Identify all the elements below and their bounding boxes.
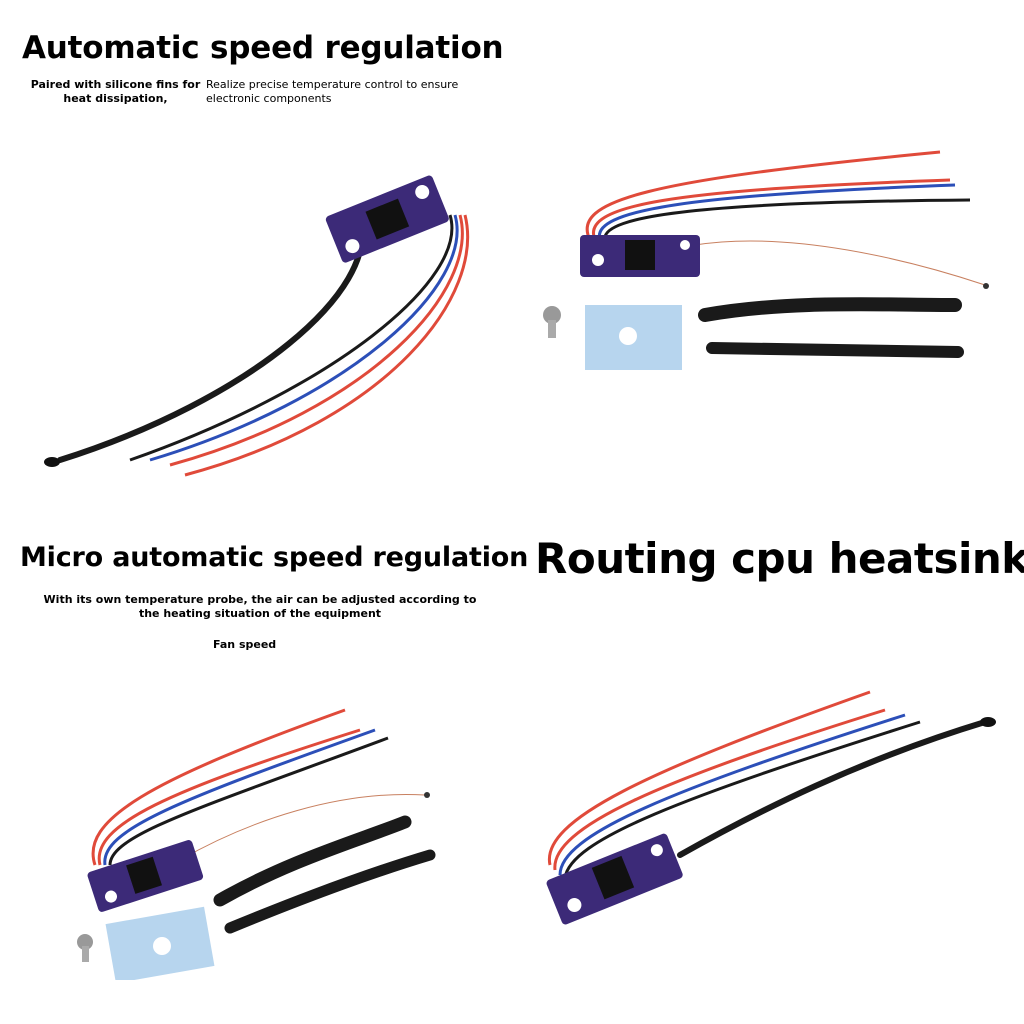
panel1-caption-left: Paired with silicone fins for heat dissi… — [30, 78, 201, 105]
panel3-caption-fan-speed: Fan speed — [213, 638, 277, 651]
product-photo-board-with-probe-2 — [546, 690, 996, 925]
panel3-caption: With its own temperature probe, the air … — [43, 593, 477, 620]
panel1-title: Automatic speed regulation — [22, 30, 504, 66]
panel4-title: Routing cpu heatsink — [535, 534, 1024, 583]
panel3-title: Micro automatic speed regulation — [20, 542, 529, 573]
product-photo-kit — [543, 150, 989, 370]
product-photo-board-with-probe — [44, 175, 470, 477]
product-photo-kit-2 — [77, 708, 436, 980]
panel1-caption-right: Realize precise temperature control to e… — [206, 78, 459, 105]
